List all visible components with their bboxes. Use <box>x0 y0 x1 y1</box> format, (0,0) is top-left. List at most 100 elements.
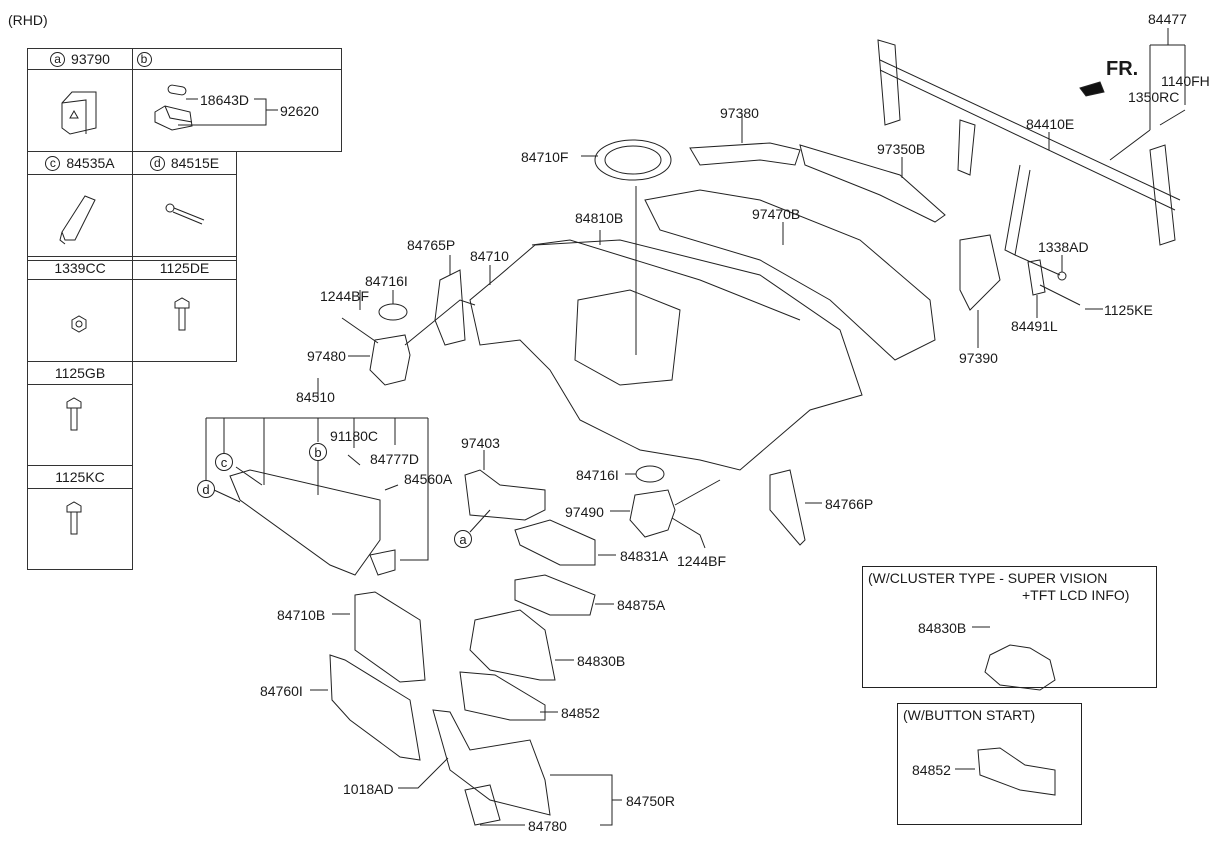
callout-b[interactable]: b <box>309 443 327 461</box>
legend-header-1125gb: 1125GB <box>27 361 133 385</box>
legend-part-number[interactable]: 1125DE <box>159 260 210 276</box>
leader-line <box>213 460 319 503</box>
legend-part-number[interactable]: 84515E <box>170 155 220 171</box>
callout-d[interactable]: d <box>197 480 215 498</box>
front-arrow-icon <box>1079 81 1105 97</box>
part-label-84510[interactable]: 84510 <box>296 389 335 405</box>
part-label-84831A[interactable]: 84831A <box>620 548 669 564</box>
option-box-title: (W/BUTTON START) <box>903 707 1036 723</box>
part-label-1125KE[interactable]: 1125KE <box>1104 302 1153 318</box>
center-fascia-84710B[interactable] <box>354 591 426 683</box>
part-label-84852-option[interactable]: 84852 <box>912 762 951 778</box>
crash-pad-84710[interactable] <box>469 239 863 471</box>
part-label-97350B[interactable]: 97350B <box>877 141 926 157</box>
legend-cell-1125gb-header <box>27 361 133 385</box>
side-vent-97480[interactable] <box>369 334 411 386</box>
side-cover-84765P[interactable] <box>434 269 466 346</box>
part-label-84710F[interactable]: 84710F <box>521 149 569 165</box>
side-duct-97390[interactable] <box>959 234 1001 311</box>
center-duct-97470B[interactable] <box>644 189 936 361</box>
part-label-1244BF[interactable]: 1244BF <box>320 288 370 304</box>
column-cover-option-icon <box>977 747 1056 796</box>
crash-pad-cover-84810B[interactable] <box>531 239 801 321</box>
part-label-84716I-right[interactable]: 84716I <box>576 467 619 483</box>
part-label-84777D[interactable]: 84777D <box>370 451 420 467</box>
variant-label: (RHD) <box>8 12 48 28</box>
part-label-84830B-option[interactable]: 84830B <box>918 620 967 636</box>
part-label-84765P[interactable]: 84765P <box>407 237 456 253</box>
part-label-84810B[interactable]: 84810B <box>575 210 624 226</box>
column-cover-84852[interactable] <box>459 671 546 721</box>
part-label-97380[interactable]: 97380 <box>720 105 759 121</box>
legend-header-a: a 93790 <box>27 48 133 70</box>
part-label-84710B[interactable]: 84710B <box>277 607 326 623</box>
front-indicator: FR. <box>1106 58 1139 80</box>
speaker-grille-84716I[interactable] <box>378 303 408 321</box>
lower-panel-84760I[interactable] <box>329 654 421 761</box>
legend-part-number[interactable]: 1125GB <box>54 365 106 381</box>
legend-part-number[interactable]: 1339CC <box>54 260 106 276</box>
leader-line <box>178 98 278 126</box>
part-label-97480[interactable]: 97480 <box>307 348 346 364</box>
cluster-ring-84710F[interactable] <box>594 139 672 181</box>
defroster-nozzle-97350B[interactable] <box>799 144 946 223</box>
part-label-84710[interactable]: 84710 <box>470 248 509 264</box>
legend-header-d: d 84515E <box>132 151 237 175</box>
part-label-97470B[interactable]: 97470B <box>752 206 801 222</box>
cluster-housing-84830B[interactable] <box>469 609 556 681</box>
legend-part-number[interactable]: 93790 <box>71 51 110 67</box>
part-label-84875A[interactable]: 84875A <box>617 597 666 613</box>
part-label-84780[interactable]: 84780 <box>528 818 567 834</box>
part-label-84766P[interactable]: 84766P <box>825 496 874 512</box>
option-box-cluster-type <box>862 566 1157 688</box>
legend-part-number[interactable]: 84535A <box>66 155 115 171</box>
part-label-84852[interactable]: 84852 <box>561 705 600 721</box>
part-label-84760I[interactable]: 84760I <box>260 683 303 699</box>
leader-line <box>1109 109 1186 161</box>
cowl-crossmember-assembly[interactable] <box>877 39 1181 256</box>
panel-84875A[interactable] <box>514 574 596 616</box>
part-label-84477[interactable]: 84477 <box>1148 11 1187 27</box>
legend-header-1339cc: 1339CC <box>27 256 133 280</box>
part-label-1338AD[interactable]: 1338AD <box>1038 239 1089 255</box>
bracket-icon <box>1027 259 1046 296</box>
part-label-84491L[interactable]: 84491L <box>1011 318 1058 334</box>
bolt-icon <box>66 397 82 431</box>
part-label-1018AD[interactable]: 1018AD <box>343 781 394 797</box>
part-label-84716I[interactable]: 84716I <box>365 273 408 289</box>
bolt-icon <box>174 297 190 331</box>
part-label-84750R[interactable]: 84750R <box>626 793 676 809</box>
part-label-92620[interactable]: 92620 <box>280 103 319 119</box>
part-label-97390[interactable]: 97390 <box>959 350 998 366</box>
glove-box-84510[interactable] <box>229 469 381 576</box>
part-label-1350RC[interactable]: 1350RC <box>1128 89 1180 105</box>
legend-cell-d-header <box>132 151 237 175</box>
option-box-button-start <box>897 703 1082 825</box>
cover-84780[interactable] <box>464 784 501 826</box>
center-vent-97403[interactable] <box>464 469 546 521</box>
legend-part-number[interactable]: 1125KC <box>55 469 105 485</box>
part-label-84410E[interactable]: 84410E <box>1026 116 1075 132</box>
part-label-1244BF-right[interactable]: 1244BF <box>677 553 727 569</box>
part-label-18643D[interactable]: 18643D <box>200 92 250 108</box>
side-cover-84766P[interactable] <box>769 469 806 546</box>
panel-84831A[interactable] <box>514 519 596 566</box>
part-label-97490[interactable]: 97490 <box>565 504 604 520</box>
part-label-97403[interactable]: 97403 <box>461 435 500 451</box>
part-label-1140FH[interactable]: 1140FH <box>1161 73 1210 89</box>
callout-a[interactable]: a <box>454 530 472 548</box>
part-label-91180C[interactable]: 91180C <box>330 428 379 444</box>
lamp-housing-icon <box>154 105 193 131</box>
part-label-84830B[interactable]: 84830B <box>577 653 626 669</box>
option-box-title-line2: +TFT LCD INFO) <box>1022 587 1130 603</box>
cluster-housing-option-icon <box>984 644 1056 691</box>
side-vent-97490[interactable] <box>629 489 676 538</box>
air-duct-97380[interactable] <box>689 142 801 166</box>
part-label-84560A[interactable]: 84560A <box>404 471 453 487</box>
callout-c[interactable]: c <box>215 453 233 471</box>
screw-icon <box>384 484 399 491</box>
glove-box-latch-84560A[interactable] <box>369 549 396 576</box>
lower-crash-pad-84750R[interactable] <box>432 709 551 816</box>
leader-line <box>550 774 622 826</box>
speaker-grille-84716I-right[interactable] <box>635 465 665 483</box>
